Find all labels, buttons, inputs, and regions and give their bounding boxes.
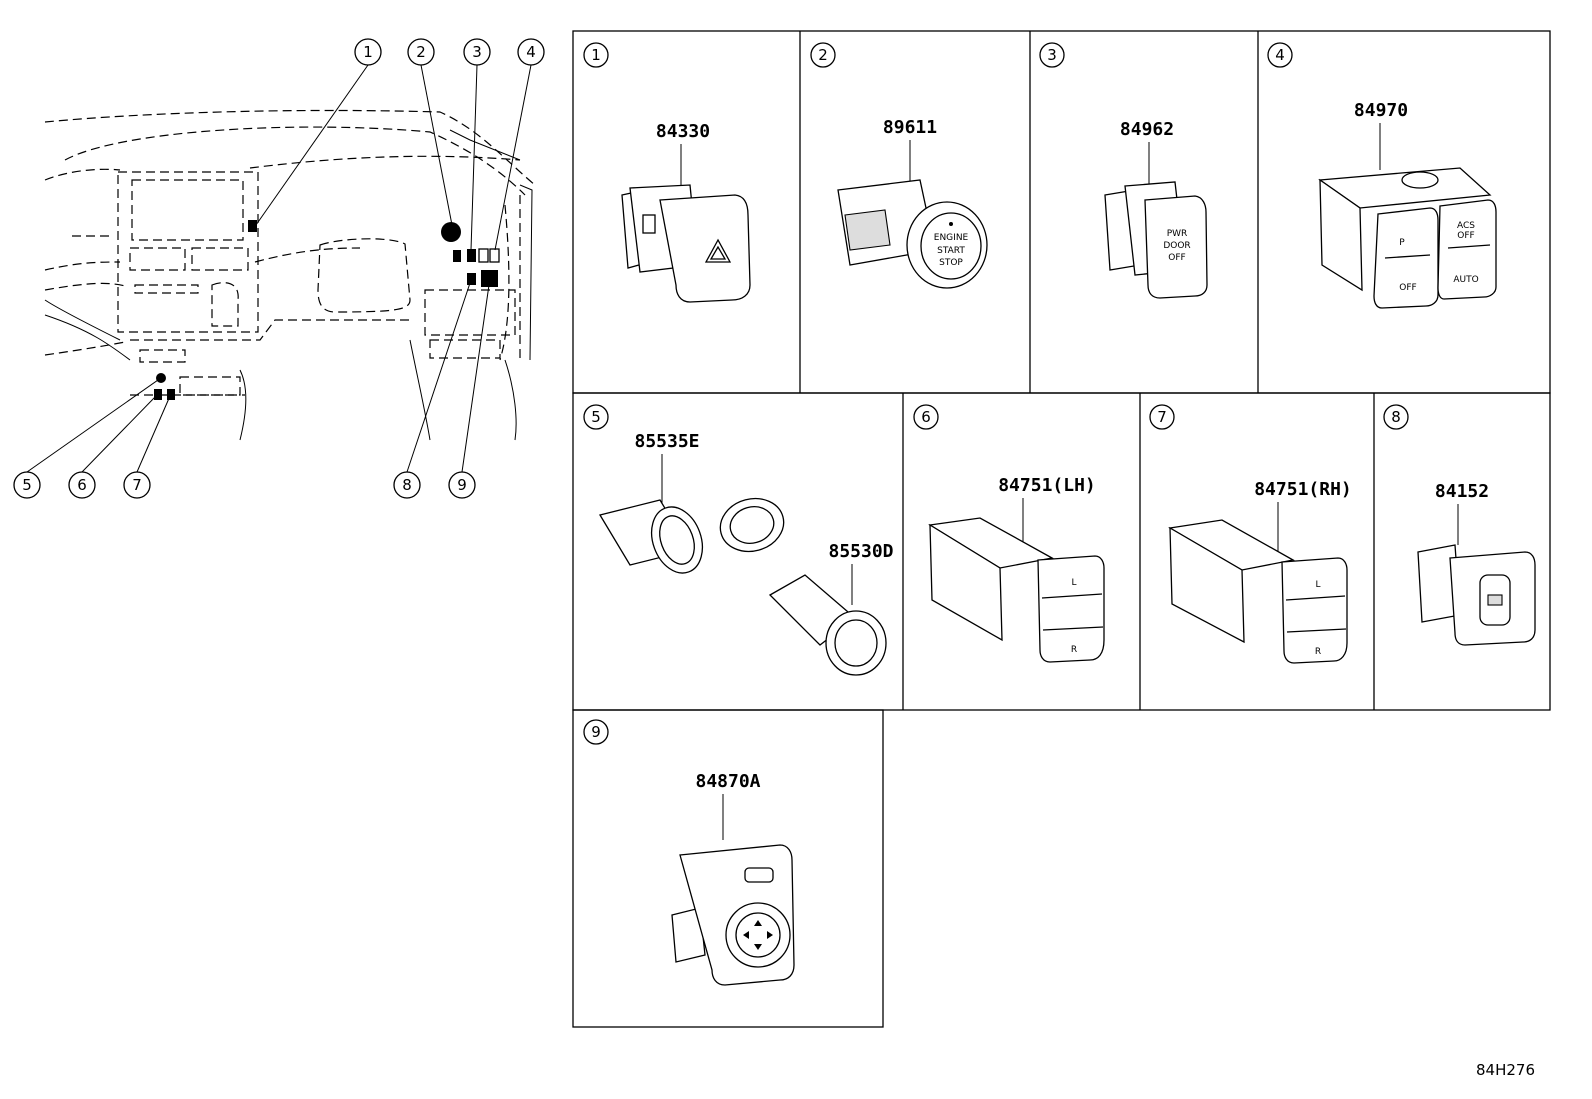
svg-text:R: R [1071, 645, 1077, 655]
panel-9: 9 84870A [583, 719, 795, 986]
switch-module: P ACS OFF OFF AUTO [1318, 167, 1497, 309]
power-outlet-socket [598, 497, 785, 574]
svg-text:5: 5 [591, 408, 601, 426]
outlet-plug [768, 574, 887, 676]
panel-8: 8 84152 [1383, 404, 1536, 646]
svg-text:1: 1 [591, 46, 601, 64]
svg-text:1: 1 [363, 43, 373, 61]
hazard-switch [621, 184, 751, 303]
part-number-85530D: 85530D [828, 541, 893, 562]
part-number-84870A: 84870A [695, 771, 760, 792]
svg-text:6: 6 [921, 408, 931, 426]
svg-text:5: 5 [22, 476, 32, 494]
svg-text:L: L [1071, 578, 1076, 588]
panel-5: 5 85535E 85530D [583, 404, 894, 676]
part-number-84751-rh: 84751(RH) [1254, 479, 1352, 500]
svg-text:L: L [1315, 580, 1320, 590]
panel-3: 3 84962 PWR DOOR OFF [1039, 42, 1208, 299]
callout-6: 6 [68, 471, 96, 499]
svg-text:ENGINE: ENGINE [934, 233, 969, 243]
svg-text:8: 8 [1391, 408, 1401, 426]
panel-4: 4 84970 P ACS OFF OFF AUTO [1267, 42, 1497, 309]
svg-text:9: 9 [457, 476, 467, 494]
panel-1: 1 84330 [583, 42, 751, 303]
part-number-84970: 84970 [1354, 100, 1408, 121]
part-number-84152: 84152 [1435, 481, 1489, 502]
part-number-85535E: 85535E [634, 431, 699, 452]
callout-9: 9 [448, 471, 476, 499]
svg-text:PWR: PWR [1167, 229, 1188, 239]
seat-heater-switch-rh: L R [1168, 519, 1348, 664]
start-stop-button: ENGINE START STOP [837, 179, 988, 289]
svg-text:9: 9 [591, 723, 601, 741]
svg-text:P: P [1399, 238, 1405, 248]
power-door-switch: PWR DOOR OFF [1104, 181, 1208, 299]
panel-7: 7 84751(RH) L R [1149, 404, 1352, 664]
svg-text:4: 4 [1275, 46, 1285, 64]
callout-1: 1 [354, 38, 382, 66]
panel-2: 2 89611 ENGINE START STOP [810, 42, 988, 289]
callout-3: 3 [463, 38, 491, 66]
callout-4: 4 [517, 38, 545, 66]
headlight-level-switch [1417, 544, 1536, 646]
svg-text:3: 3 [472, 43, 482, 61]
svg-text:START: START [937, 246, 965, 256]
callout-7: 7 [123, 471, 151, 499]
panel-6: 6 84751(LH) L R [913, 404, 1105, 663]
svg-text:4: 4 [526, 43, 536, 61]
svg-text:OFF: OFF [1399, 283, 1416, 293]
svg-text:R: R [1315, 647, 1321, 657]
svg-text:DOOR: DOOR [1163, 241, 1190, 251]
callout-2: 2 [407, 38, 435, 66]
svg-text:STOP: STOP [939, 258, 963, 268]
dashboard-overview [26, 64, 536, 473]
svg-text:8: 8 [402, 476, 412, 494]
svg-text:7: 7 [1157, 408, 1167, 426]
callout-5: 5 [13, 471, 41, 499]
svg-text:ACS: ACS [1457, 221, 1475, 231]
callout-8: 8 [393, 471, 421, 499]
diagram-code: 84H276 [1476, 1061, 1535, 1079]
svg-text:3: 3 [1047, 46, 1057, 64]
svg-text:7: 7 [132, 476, 142, 494]
part-number-89611: 89611 [883, 117, 937, 138]
svg-text:OFF: OFF [1457, 231, 1474, 241]
panel-grid [572, 30, 1551, 1028]
svg-text:AUTO: AUTO [1453, 275, 1478, 285]
part-number-84962: 84962 [1120, 119, 1174, 140]
seat-heater-switch-lh: L R [928, 517, 1105, 663]
mirror-control-switch [671, 844, 795, 986]
svg-text:6: 6 [77, 476, 87, 494]
svg-text:2: 2 [818, 46, 828, 64]
svg-text:2: 2 [416, 43, 426, 61]
part-number-84751-lh: 84751(LH) [998, 475, 1096, 496]
part-number-84330: 84330 [656, 121, 710, 142]
svg-text:OFF: OFF [1168, 253, 1185, 263]
